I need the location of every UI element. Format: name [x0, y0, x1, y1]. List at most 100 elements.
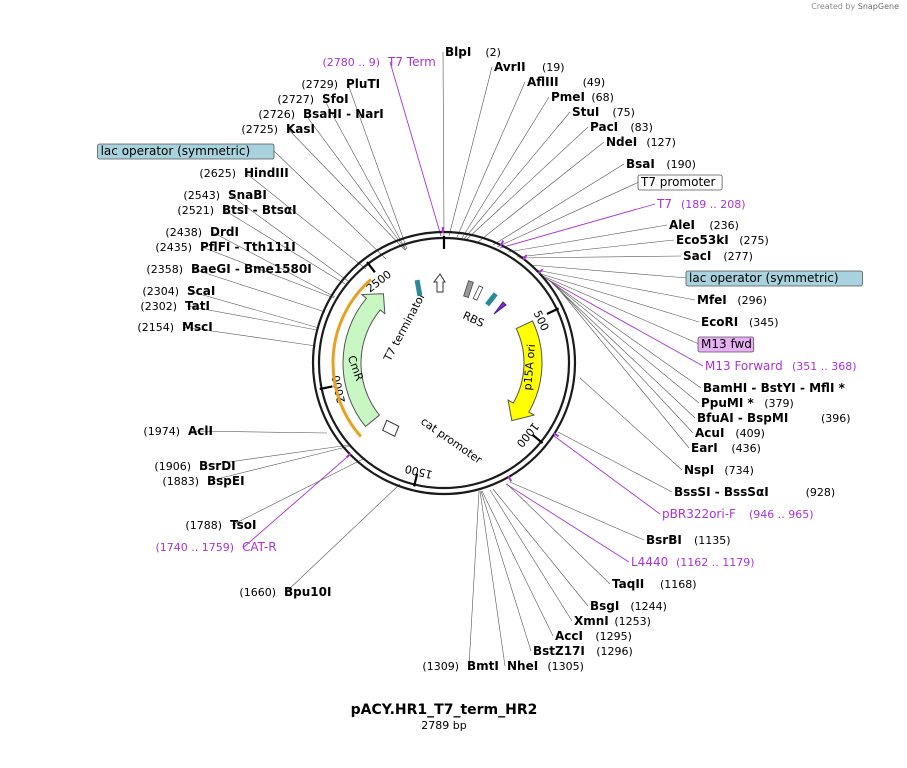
- label-leader-line: [553, 435, 661, 515]
- site-label-tsoi: TsoI(1788): [185, 518, 256, 532]
- rbs-feature: [472, 285, 484, 301]
- label-name: NheI: [507, 659, 538, 673]
- label-leader-line: [448, 66, 493, 237]
- label-name: Bpu10I: [284, 585, 331, 599]
- snapgene-watermark: Created by SnapGene: [811, 2, 899, 11]
- label-name: BsrDI: [199, 459, 236, 473]
- label-leader-line: [192, 268, 326, 313]
- site-label-kasi: KasI(2725): [241, 122, 315, 136]
- lac-operator-left-feature: [414, 279, 423, 297]
- site-label-bsai: BsaI(190): [626, 157, 696, 171]
- label-leader-line: [186, 305, 318, 331]
- site-label-m13forward: M13 Forward(351 .. 368): [705, 359, 857, 373]
- site-label-taqii: TaqII(1168): [612, 577, 697, 591]
- site-label-nspi: NspI(734): [684, 463, 754, 477]
- site-label-bpu10i: Bpu10I(1660): [239, 585, 331, 599]
- label-position: (1883): [162, 475, 199, 488]
- label-leader-line: [481, 490, 554, 637]
- label-name: MfeI: [697, 293, 727, 307]
- site-label-blpi: BlpI(2): [445, 45, 501, 59]
- label-name: PmeI: [551, 90, 585, 104]
- label-name: T7 promoter: [640, 175, 716, 189]
- label-name: BsaI: [626, 157, 655, 171]
- label-name: BstZ17I: [533, 644, 585, 658]
- label-name: Eco53kI: [676, 233, 729, 247]
- watermark-prefix: Created by: [811, 2, 856, 11]
- label-leader-line: [548, 279, 700, 404]
- label-name: T7 Term: [387, 55, 436, 69]
- t7-terminator-label: T7 terminator: [381, 290, 429, 364]
- label-position: (928): [806, 486, 836, 499]
- label-leader-line: [492, 488, 589, 607]
- site-label-bsgi: BsgI(1244): [590, 599, 667, 613]
- label-leader-line: [442, 51, 445, 237]
- site-label-pbr322ori: pBR322ori-F(946 .. 965): [662, 507, 814, 521]
- scale-tick: [546, 307, 560, 315]
- scale-tick: [413, 473, 419, 487]
- label-position: (2726): [258, 108, 295, 121]
- label-name: PluTI: [346, 77, 380, 91]
- label-name: PacI: [590, 120, 618, 134]
- label-leader-line: [456, 81, 526, 238]
- label-name: T7: [656, 197, 672, 211]
- site-label-msci: MscI(2154): [137, 320, 212, 334]
- label-leader-line: [516, 239, 675, 258]
- label-name: lac operator (symmetric): [689, 271, 839, 285]
- label-leader-line: [499, 203, 656, 249]
- rbs-label: RBS: [461, 309, 486, 330]
- label-leader-line: [492, 163, 625, 246]
- cmr-orf-line: [331, 278, 372, 438]
- label-position: (75): [612, 106, 635, 119]
- label-name: DrdI: [210, 225, 239, 239]
- label-name: BamHI - BstYI - MflI *: [703, 381, 846, 395]
- site-label-pmei: PmeI (68): [551, 90, 614, 104]
- site-label-alei: AleI(236): [669, 218, 739, 232]
- primer-site-mark: [507, 475, 513, 482]
- label-position: (946 .. 965): [749, 508, 814, 521]
- label-leader-line: [189, 430, 328, 434]
- plasmid-name: pACY.HR1_T7_term_HR2: [350, 702, 538, 718]
- label-name: PpuMI *: [701, 396, 755, 410]
- primer-site-mark: [537, 268, 544, 275]
- cmr-feature: [342, 293, 386, 428]
- label-name: AclI: [188, 424, 213, 438]
- site-label-lacop_l: lac operator (symmetric): [97, 143, 275, 160]
- label-leader-line: [518, 255, 682, 259]
- label-leader-line: [556, 286, 690, 449]
- label-leader-line: [231, 457, 366, 526]
- label-name: BfuAI - BspMI: [697, 411, 788, 425]
- label-leader-line: [211, 231, 336, 298]
- label-name: AccI: [555, 629, 583, 643]
- label-position: (379): [764, 397, 794, 410]
- label-position: (2438): [165, 226, 202, 239]
- site-label-bamhi: BamHI - BstYI - MflI *(369): [703, 381, 846, 395]
- site-label-mfei: MfeI(296): [697, 293, 767, 307]
- label-name: BaeGI - Bme1580I: [191, 262, 312, 276]
- label-position: (68): [591, 91, 614, 104]
- cat-promoter-label: cat promoter: [418, 415, 485, 467]
- site-label-m13fwd: M13 fwd: [697, 336, 755, 353]
- site-label-ndei: NdeI(127): [606, 135, 676, 149]
- label-leader-line: [529, 264, 688, 279]
- label-name: lac operator (symmetric): [101, 144, 251, 158]
- label-leader-line: [465, 126, 589, 241]
- label-name: KasI: [286, 122, 315, 136]
- site-label-saci: SacI(277): [683, 249, 753, 263]
- label-name: MscI: [182, 320, 213, 334]
- label-name: BmtI: [467, 659, 499, 673]
- label-leader-line: [468, 490, 480, 667]
- label-leader-line: [245, 172, 367, 270]
- scale-tick: [531, 434, 544, 444]
- label-name: TaqII: [612, 577, 644, 591]
- label-position: (351 .. 368): [792, 360, 857, 373]
- label-position: (236): [709, 219, 739, 232]
- label-name: BspEI: [207, 474, 245, 488]
- label-name: NdeI: [606, 135, 637, 149]
- label-leader-line: [544, 277, 704, 367]
- label-position: (2625): [199, 167, 236, 180]
- label-position: (1974): [143, 425, 180, 438]
- label-name: SfoI: [322, 92, 349, 106]
- label-name: BssSI - BssSαI: [674, 485, 769, 499]
- label-name: AcuI: [695, 426, 724, 440]
- label-leader-line: [546, 278, 702, 389]
